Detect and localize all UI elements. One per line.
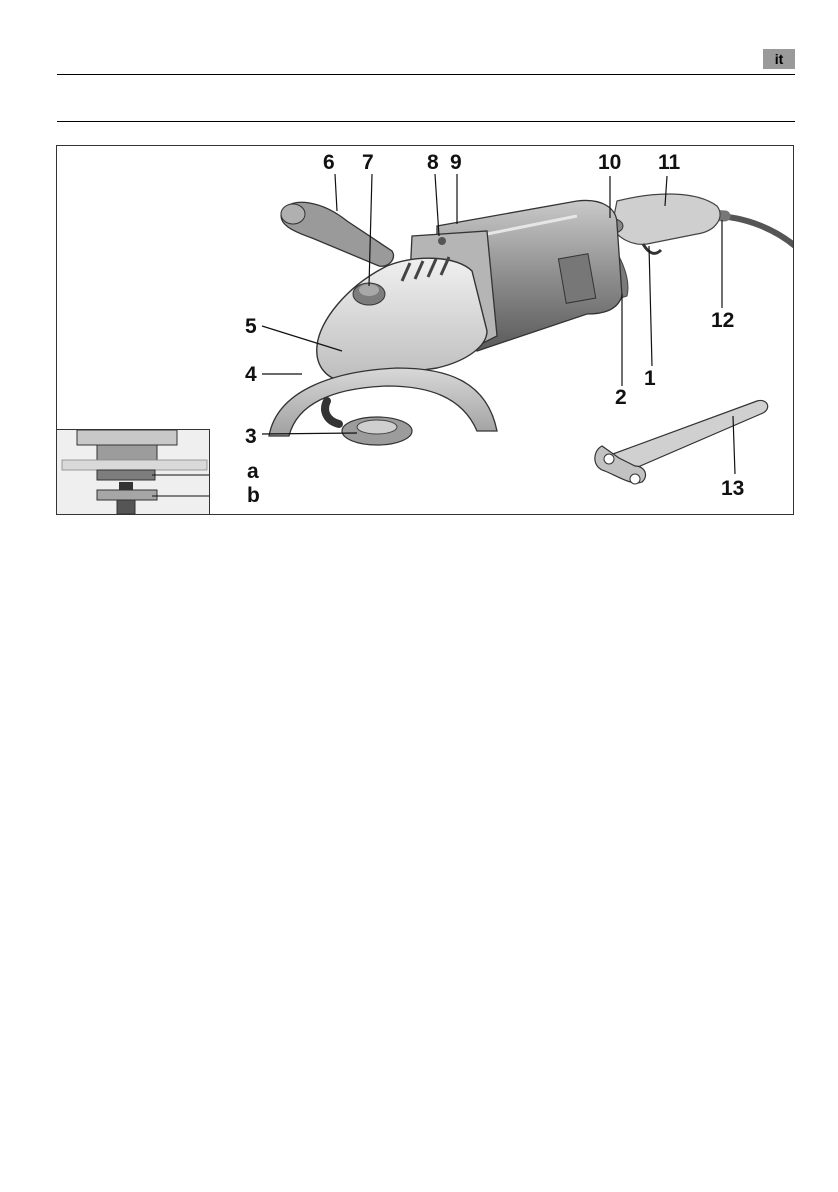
flange-detail-icon bbox=[57, 430, 210, 515]
callout-8: 8 bbox=[427, 152, 439, 173]
flange-detail-inset bbox=[57, 429, 210, 515]
callout-12: 12 bbox=[711, 310, 734, 331]
callout-a: a bbox=[247, 461, 259, 482]
header-rule-top bbox=[57, 74, 795, 75]
callout-4: 4 bbox=[245, 364, 257, 385]
callout-b: b bbox=[247, 485, 260, 506]
callout-6: 6 bbox=[323, 152, 335, 173]
callout-11: 11 bbox=[658, 152, 680, 173]
callout-10: 10 bbox=[598, 152, 621, 173]
header-rule-bottom bbox=[57, 121, 795, 122]
callout-2: 2 bbox=[615, 387, 627, 408]
callout-9: 9 bbox=[450, 152, 462, 173]
tool-figure: 6 7 8 9 10 11 12 5 4 1 2 3 a b 13 bbox=[56, 145, 794, 515]
language-badge: it bbox=[763, 49, 795, 69]
pin-spanner-icon bbox=[595, 400, 768, 484]
callout-13: 13 bbox=[721, 478, 744, 499]
callout-1: 1 bbox=[644, 368, 656, 389]
callout-3: 3 bbox=[245, 426, 257, 447]
callout-7: 7 bbox=[362, 152, 374, 173]
callout-5: 5 bbox=[245, 316, 257, 337]
